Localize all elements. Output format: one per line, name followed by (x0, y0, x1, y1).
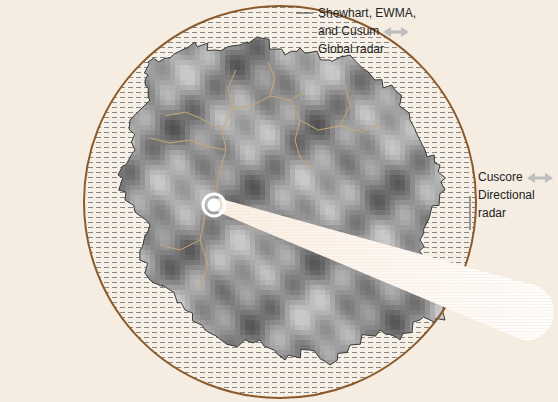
method-label: Directional radar (478, 188, 535, 220)
map-outline (118, 37, 446, 365)
leader-line (296, 13, 313, 14)
radar-ring (203, 194, 225, 216)
method-label: Cuscore (478, 170, 523, 184)
radar-source (207, 198, 221, 212)
label-group: Global radar (318, 40, 430, 58)
global-radar-outline (84, 6, 476, 398)
global-radar-ground (84, 6, 476, 398)
double-arrow (383, 27, 409, 37)
double-arrow (527, 173, 553, 183)
method-label: Global radar (318, 42, 384, 56)
leader-line (470, 196, 471, 230)
hatch-texture (84, 6, 476, 398)
map-texture (110, 35, 450, 370)
label-group: Directional radar (478, 186, 554, 222)
label-group: Cuscore (478, 168, 554, 186)
label-group: Shewhart, EWMA, and Cusum (318, 4, 430, 40)
